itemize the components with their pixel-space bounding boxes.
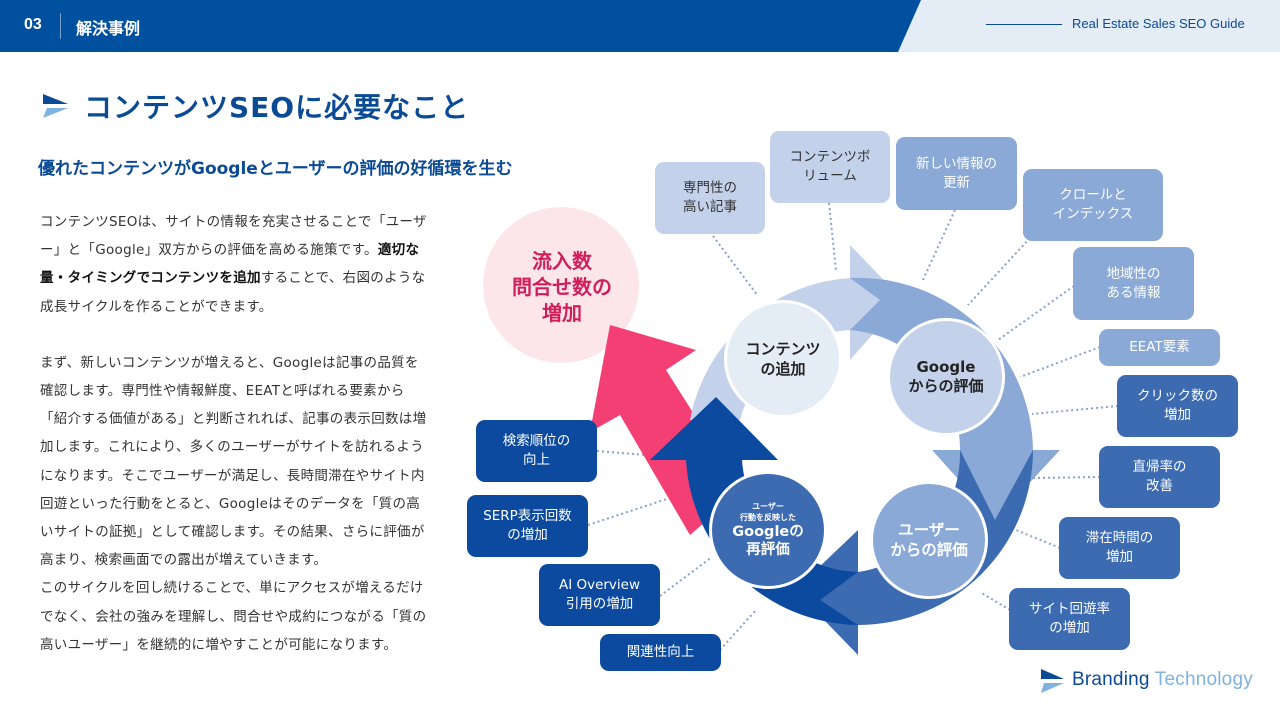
header-background bbox=[0, 0, 1280, 52]
body-paragraph-2: まず、新しいコンテンツが増えると、Googleは記事の品質を確認します。専門性や… bbox=[40, 354, 427, 569]
connector-line bbox=[1015, 529, 1061, 549]
factor-box-dwell-time: 滞在時間の 増加 bbox=[1059, 517, 1180, 579]
node-label: ユーザー からの評価 bbox=[890, 521, 968, 559]
connector-lines bbox=[587, 202, 1119, 651]
node-label: コンテンツ の追加 bbox=[745, 340, 821, 378]
factor-box-content-volume: コンテンツボ リューム bbox=[770, 131, 890, 203]
body-paragraph-1: コンテンツSEOは、サイトの情報を充実させることで「ユーザー」と「Google」… bbox=[40, 208, 432, 321]
factor-box-serp-impressions: SERP表示回数 の増加 bbox=[467, 495, 588, 557]
outcome-circle bbox=[483, 207, 639, 363]
outcome-label: 流入数 問合せ数の 増加 bbox=[512, 249, 612, 325]
factor-box-new-info-update: 新しい情報の 更新 bbox=[896, 137, 1017, 210]
connector-line bbox=[709, 231, 759, 297]
node-label: Google からの評価 bbox=[908, 358, 984, 395]
body-text-span: することで、右図のような成長サイクルを作ることができます。 bbox=[40, 270, 426, 315]
connector-line bbox=[979, 591, 1011, 611]
connector-line bbox=[1031, 476, 1101, 479]
body-text: コンテンツSEOは、サイトの情報を充実させることで「ユーザー」と「Google」… bbox=[40, 208, 432, 659]
factor-box-site-navigation: サイト回遊率 の増加 bbox=[1009, 588, 1130, 650]
section-divider bbox=[60, 13, 61, 39]
factor-box-ai-overview: AI Overview 引用の増加 bbox=[539, 564, 660, 626]
node-google-evaluation: Google からの評価 bbox=[887, 318, 1005, 436]
node-google-reevaluation: ユーザー 行動を反映した Googleの 再評価 bbox=[709, 471, 827, 589]
body-text-span: コンテンツSEOは、サイトの情報を充実させることで「ユーザー」と「Google」… bbox=[40, 214, 427, 259]
factor-box-bounce-improve: 直帰率の 改善 bbox=[1099, 446, 1220, 508]
page-subtitle: 優れたコンテンツがGoogleとユーザーの評価の好循環を生む bbox=[38, 159, 513, 179]
node-label: Googleの 再評価 bbox=[732, 524, 804, 558]
body-paragraph-3: このサイクルを回し続けることで、単にアクセスが増えるだけでなく、会社の強みを理解… bbox=[40, 580, 427, 653]
connector-line bbox=[921, 209, 956, 283]
factor-box-crawl-index: クロールと インデックス bbox=[1023, 169, 1163, 241]
node-content-addition: コンテンツ の追加 bbox=[724, 300, 842, 418]
brand-logo-text: Branding Technology bbox=[1072, 669, 1253, 691]
section-number: 03 bbox=[24, 16, 42, 33]
connector-line bbox=[587, 495, 677, 526]
guide-title: Real Estate Sales SEO Guide bbox=[1072, 16, 1245, 31]
page-title: コンテンツSEOに必要なこと bbox=[84, 91, 470, 124]
connector-line bbox=[719, 609, 757, 651]
connector-line bbox=[828, 202, 837, 271]
connector-line bbox=[1031, 405, 1119, 415]
factor-box-eeat: EEAT要素 bbox=[1099, 329, 1220, 366]
connector-line bbox=[596, 450, 647, 456]
section-title: 解決事例 bbox=[76, 19, 141, 38]
factor-box-local-info: 地域性の ある情報 bbox=[1073, 247, 1194, 320]
connector-line bbox=[967, 237, 1031, 306]
factor-box-click-increase: クリック数の 増加 bbox=[1117, 375, 1238, 437]
body-emphasis: 適切な量・タイミングでコンテンツを追加 bbox=[40, 242, 420, 287]
node-sublabel: ユーザー 行動を反映した bbox=[740, 502, 796, 522]
guide-title-rule bbox=[986, 24, 1062, 25]
factor-box-expert-articles: 専門性の 高い記事 bbox=[655, 162, 765, 234]
connector-line bbox=[659, 556, 713, 597]
header-bar: 03 解決事例 Real Estate Sales SEO Guide bbox=[0, 0, 1280, 52]
connector-line bbox=[1019, 346, 1101, 378]
brand-logo-icon bbox=[1041, 669, 1064, 693]
factor-box-ranking-up: 検索順位の 向上 bbox=[476, 420, 597, 482]
factor-box-relevance: 関連性向上 bbox=[600, 634, 721, 671]
brand-word-1: Branding bbox=[1072, 669, 1150, 690]
title-arrow-icon bbox=[43, 94, 68, 118]
brand-word-2: Technology bbox=[1154, 669, 1253, 690]
node-user-evaluation: ユーザー からの評価 bbox=[870, 481, 988, 599]
connector-line bbox=[997, 285, 1075, 341]
